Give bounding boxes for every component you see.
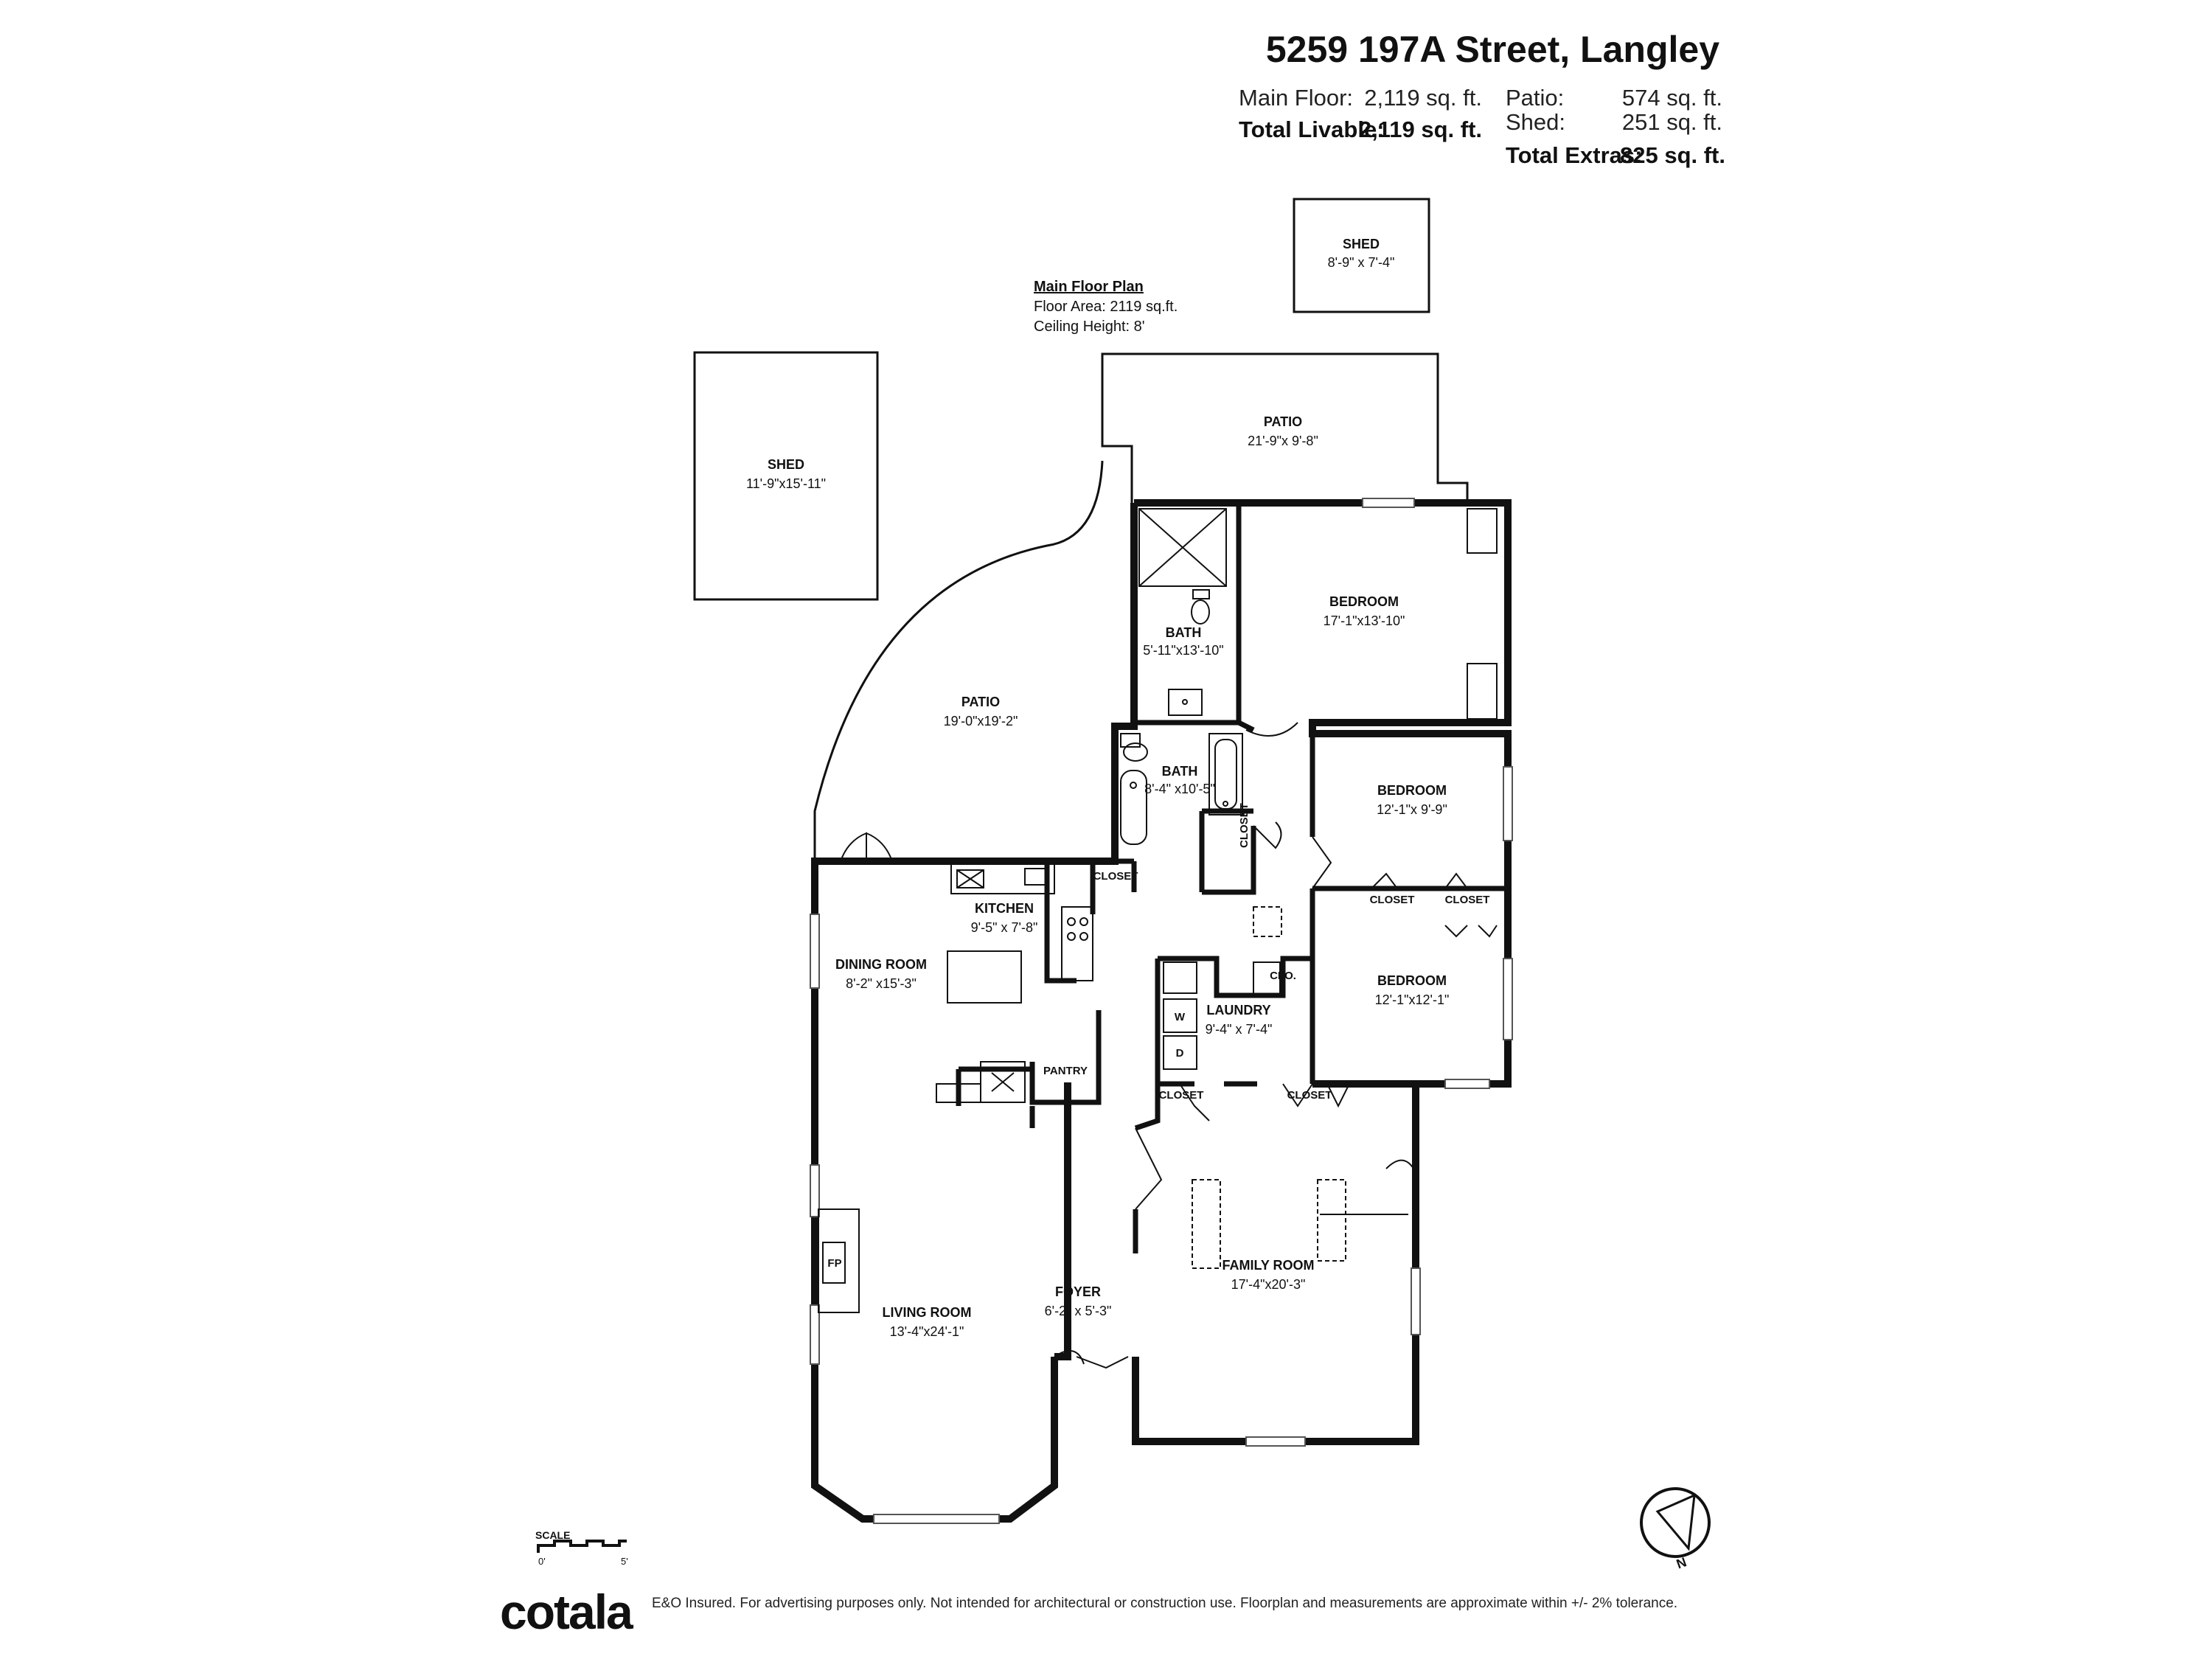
bedroom-2-name: BEDROOM	[1377, 783, 1447, 798]
bedroom-primary-name: BEDROOM	[1329, 594, 1399, 609]
scale-bar-icon	[537, 1540, 627, 1553]
bedroom-2-dims: 12'-1"x 9'-9"	[1377, 802, 1447, 817]
patio-value: 574 sq. ft.	[1621, 85, 1722, 111]
washer-label: W	[1175, 1011, 1186, 1023]
pantry-label: PANTRY	[1043, 1065, 1088, 1077]
patio-left-dims: 19'-0"x19'-2"	[944, 714, 1018, 728]
closet-bedroom-2a-label: CLOSET	[1370, 894, 1415, 906]
kitchen-dims: 9'-5" x 7'-8"	[971, 920, 1038, 935]
shed-label: Shed:	[1506, 109, 1566, 135]
doors	[840, 722, 1498, 1369]
cotala-logo: cotala	[500, 1585, 633, 1639]
total-livable-label: Total Livable:	[1239, 116, 1385, 142]
total-extras-value: 825 sq. ft.	[1620, 142, 1725, 168]
plan-floor-area: Floor Area: 2119 sq.ft.	[1034, 299, 1178, 315]
main-floor-label: Main Floor:	[1239, 85, 1354, 111]
shed-small-outline	[1293, 198, 1430, 313]
fp-label: FP	[827, 1257, 841, 1270]
bath-main-dims: 8'-4" x10'-5"	[1144, 782, 1215, 796]
interior-walls	[956, 503, 1508, 1253]
scale-zero-label: 0'	[538, 1556, 546, 1567]
closet-family-label: CLOSET	[1287, 1089, 1332, 1102]
shed-small-name: SHED	[1343, 237, 1380, 251]
shed-large-name: SHED	[768, 457, 804, 472]
windows	[810, 498, 1513, 1524]
foyer-name: FOYER	[1055, 1284, 1101, 1299]
bedroom-3-name: BEDROOM	[1377, 973, 1447, 988]
laundry-name: LAUNDRY	[1206, 1003, 1270, 1018]
dryer-label: D	[1176, 1047, 1184, 1060]
scale-five-label: 5'	[621, 1556, 628, 1567]
footer-disclaimer: E&O Insured. For advertising purposes on…	[652, 1596, 1678, 1611]
bedroom-primary-dims: 17'-1"x13'-10"	[1324, 613, 1405, 628]
dining-room-dims: 8'-2" x15'-3"	[846, 976, 917, 991]
patio-top-name: PATIO	[1264, 414, 1302, 429]
bath-main-name: BATH	[1162, 764, 1198, 779]
scale-label: SCALE	[535, 1529, 571, 1541]
compass-north-label: N	[1674, 1554, 1688, 1571]
shed-value: 251 sq. ft.	[1621, 109, 1722, 135]
shed-large-outline	[693, 351, 879, 601]
foyer-dims: 6'-2" x 5'-3"	[1045, 1304, 1112, 1318]
closet-kitchen-label: CLOSET	[1093, 870, 1138, 883]
bath-ensuite-name: BATH	[1166, 625, 1202, 640]
family-room-dims: 17'-4"x20'-3"	[1231, 1277, 1306, 1292]
shed-small-dims: 8'-9" x 7'-4"	[1328, 255, 1395, 270]
patio-label: Patio:	[1506, 85, 1565, 111]
plan-title: Main Floor Plan	[1034, 279, 1144, 295]
patio-top-dims: 21'-9"x 9'-8"	[1248, 434, 1318, 448]
bath-ensuite-dims: 5'-11"x13'-10"	[1143, 643, 1223, 658]
address-title: 5259 197A Street, Langley	[1265, 29, 1719, 70]
compass-icon: N	[1640, 1487, 1711, 1571]
fixtures	[818, 508, 1498, 1313]
main-floor-value: 2,119 sq. ft.	[1364, 85, 1482, 111]
bedroom-3-dims: 12'-1"x12'-1"	[1375, 992, 1450, 1007]
patio-left-name: PATIO	[961, 695, 1000, 709]
living-room-name: LIVING ROOM	[883, 1305, 972, 1320]
patio-outline	[813, 352, 1469, 861]
closet-laundry-label: CLOSET	[1159, 1089, 1204, 1102]
total-extras-label: Total Extras:	[1506, 142, 1643, 168]
closet-bath-label: CLOSET	[1238, 803, 1251, 848]
living-room-dims: 13'-4"x24'-1"	[890, 1324, 964, 1339]
summary-header: 5259 197A Street, Langley Main Floor: 2,…	[0, 0, 2212, 177]
laundry-dims: 9'-4" x 7'-4"	[1206, 1022, 1273, 1037]
plan-ceiling-height: Ceiling Height: 8'	[1034, 319, 1145, 335]
kitchen-name: KITCHEN	[975, 901, 1034, 916]
clo-label: CLO.	[1270, 970, 1296, 982]
shed-large-dims: 11'-9"x15'-11"	[746, 476, 826, 491]
total-livable-value: 2,119 sq. ft.	[1358, 116, 1482, 142]
closet-bedroom-2b-label: CLOSET	[1445, 894, 1490, 906]
dining-room-name: DINING ROOM	[835, 957, 927, 972]
family-room-name: FAMILY ROOM	[1222, 1258, 1314, 1273]
